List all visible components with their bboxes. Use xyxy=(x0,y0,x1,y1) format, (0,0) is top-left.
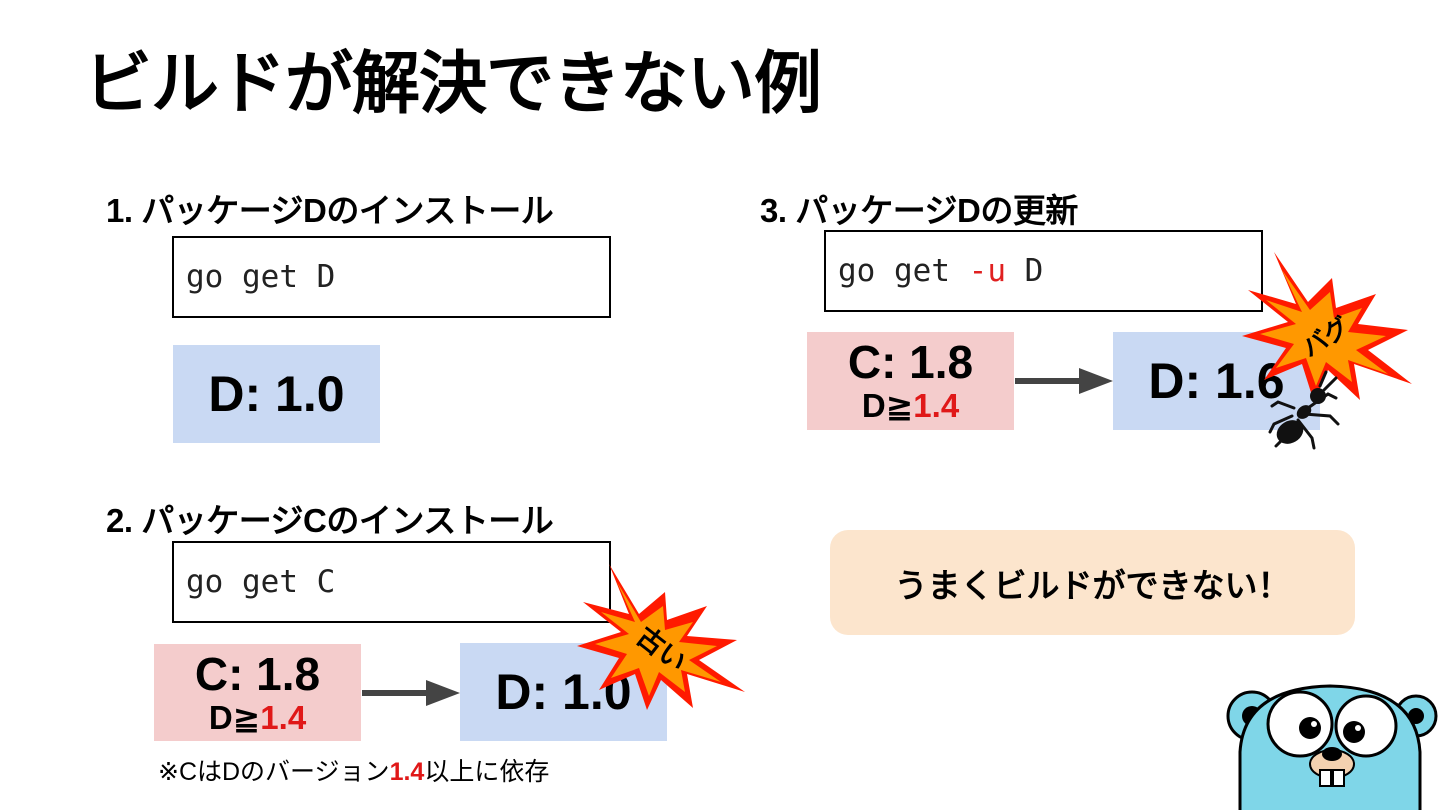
requirement-version: 1.4 xyxy=(913,387,960,424)
requirement-prefix: D≧ xyxy=(208,698,261,736)
note-suffix: 以上に依存 xyxy=(424,758,550,786)
note-version: 1.4 xyxy=(389,758,425,786)
package-c-label: C: 1.8 xyxy=(194,647,321,700)
package-d-label: D: 1.0 xyxy=(208,366,345,422)
dependency-note: ※CはDのバージョン1.4以上に依存 xyxy=(158,752,549,788)
package-c-requirement: D≧1.4 xyxy=(209,699,306,737)
step-3-command-prefix: go get xyxy=(838,253,969,289)
step-1-command-text: go get D xyxy=(186,259,336,295)
burst-badge-icon xyxy=(1242,252,1412,402)
step-3-package-d: D: 1.6 xyxy=(1113,332,1320,430)
result-text: うまくビルドができない！ xyxy=(894,566,1291,604)
package-c-requirement: D≧1.4 xyxy=(862,387,959,425)
step-1-command-box: go get D xyxy=(172,236,611,318)
step-3-heading: 3. パッケージDの更新 xyxy=(760,192,1078,229)
step-3-command-box: go get -u D xyxy=(824,230,1263,312)
update-flag: -u xyxy=(968,253,1006,289)
requirement-version: 1.4 xyxy=(260,698,307,736)
ant-icon xyxy=(1268,370,1340,450)
note-prefix: ※CはDのバージョン xyxy=(158,758,390,786)
package-c-label: C: 1.8 xyxy=(847,336,974,388)
page-title: ビルドが解決できない例 xyxy=(84,46,822,122)
step-2-package-c: C: 1.8 D≧1.4 xyxy=(154,644,361,741)
arrow-icon xyxy=(362,680,460,706)
result-banner: うまくビルドができない！ xyxy=(830,530,1355,635)
package-d-label: D: 1.6 xyxy=(1148,353,1285,409)
gopher-mascot xyxy=(1226,684,1438,810)
step-2-heading: 2. パッケージCのインストール xyxy=(106,502,554,539)
step-2-command-box: go get C xyxy=(172,541,611,623)
step-2-command-text: go get C xyxy=(186,564,336,600)
step-1-heading: 1. パッケージDのインストール xyxy=(106,192,554,229)
burst-badge-icon xyxy=(577,564,745,710)
step-3-package-c: C: 1.8 D≧1.4 xyxy=(807,332,1014,430)
arrow-icon xyxy=(1015,368,1113,394)
step-3-command-suffix: D xyxy=(1005,253,1044,289)
requirement-prefix: D≧ xyxy=(861,387,914,424)
step-1-package-d: D: 1.0 xyxy=(173,345,380,443)
package-d-label: D: 1.0 xyxy=(495,664,632,720)
